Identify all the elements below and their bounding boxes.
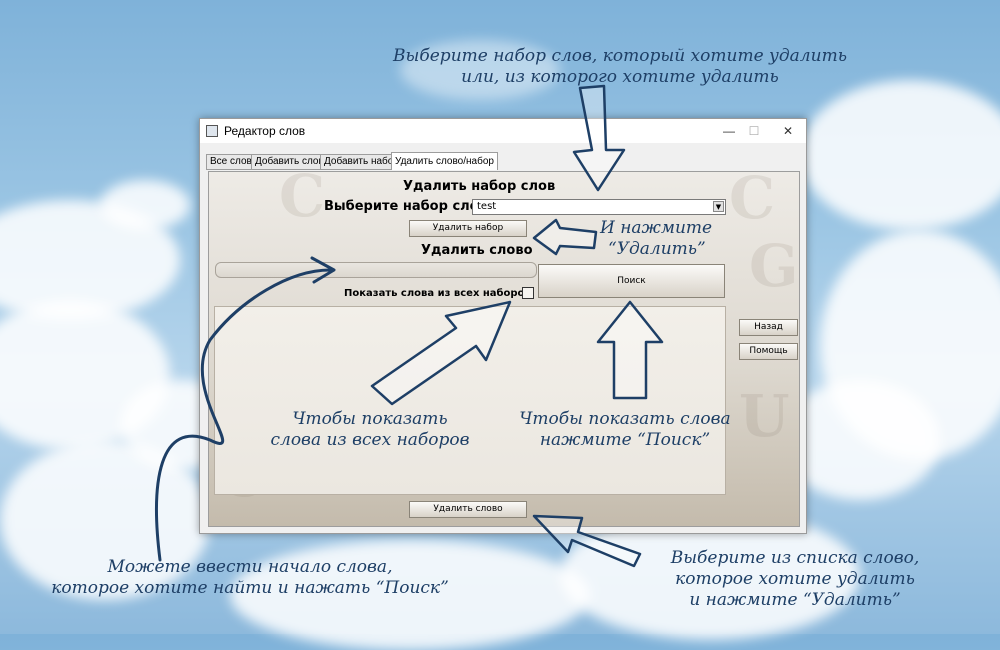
decor-letter: C: [279, 171, 326, 230]
minimize-icon[interactable]: —: [723, 124, 735, 138]
app-icon: [206, 125, 218, 137]
bottom-left-arrow-icon: [532, 514, 642, 568]
window-title: Редактор слов: [224, 124, 306, 138]
set-select-value: test: [477, 201, 497, 212]
search-button[interactable]: Поиск: [538, 264, 725, 298]
words-list[interactable]: [214, 306, 726, 495]
annotation-list-line1: Выберите из списка слово,: [670, 548, 920, 568]
tab-delete-word-set[interactable]: Удалить слово/набор: [391, 152, 498, 170]
annotation-arrows: [155, 84, 664, 568]
annotation-press-line2: “Удалить”: [608, 239, 706, 259]
delete-set-heading: Удалить набор слов: [403, 179, 556, 194]
curved-arrowhead-icon: [310, 256, 336, 284]
decor-letter: C: [729, 171, 776, 232]
choose-set-label: Выберите набор слов: [324, 199, 487, 214]
close-icon[interactable]: ✕: [782, 124, 794, 138]
tab-add-word[interactable]: Добавить слово: [251, 154, 334, 170]
annotation-input-line2: которое хотите найти и нажать “Поиск”: [51, 578, 449, 598]
annotation-top-line1: Выберите набор слов, который хотите удал…: [393, 46, 847, 66]
help-button[interactable]: Помощь: [739, 343, 798, 360]
annotation-search-line2: нажмите “Поиск”: [539, 430, 711, 450]
search-input[interactable]: [215, 262, 537, 278]
left-arrow-icon: [532, 218, 598, 256]
annotation-input-line1: Можете ввести начало слова,: [107, 557, 393, 577]
annotation-search-line1: Чтобы показать слова: [519, 409, 731, 429]
cloud: [100, 180, 190, 230]
show-all-sets-label: Показать слова из всех наборов: [344, 288, 531, 299]
annotation-show-all-line1: Чтобы показать: [292, 409, 448, 429]
delete-word-heading: Удалить слово: [421, 243, 533, 258]
curved-arrow-icon: [155, 268, 332, 562]
cloud: [400, 40, 560, 100]
annotation-show-all-line2: слова из всех наборов: [270, 430, 470, 450]
up-arrow-icon: [596, 300, 664, 400]
cloud: [230, 540, 590, 650]
title-bar: Редактор слов — ☐ ✕: [200, 119, 806, 143]
decor-letter: U: [739, 382, 790, 450]
show-all-sets-checkbox[interactable]: [522, 287, 534, 299]
cloud: [800, 80, 1000, 230]
maximize-icon[interactable]: ☐: [748, 124, 760, 138]
down-arrow-icon: [572, 84, 626, 192]
annotation-top-line2: или, из которого хотите удалить: [461, 67, 779, 87]
annotation-list-line3: и нажмите “Удалить”: [689, 590, 901, 610]
set-select[interactable]: test ▼: [472, 199, 726, 215]
delete-word-button[interactable]: Удалить слово: [409, 501, 527, 518]
decor-letter: G: [749, 232, 799, 300]
annotation-press-line1: И нажмите: [600, 218, 713, 238]
diagonal-arrow-icon: [370, 300, 512, 406]
annotation-list-line2: которое хотите удалить: [675, 569, 915, 589]
back-button[interactable]: Назад: [739, 319, 798, 336]
delete-set-button[interactable]: Удалить набор: [409, 220, 527, 237]
chevron-down-icon[interactable]: ▼: [713, 201, 724, 212]
